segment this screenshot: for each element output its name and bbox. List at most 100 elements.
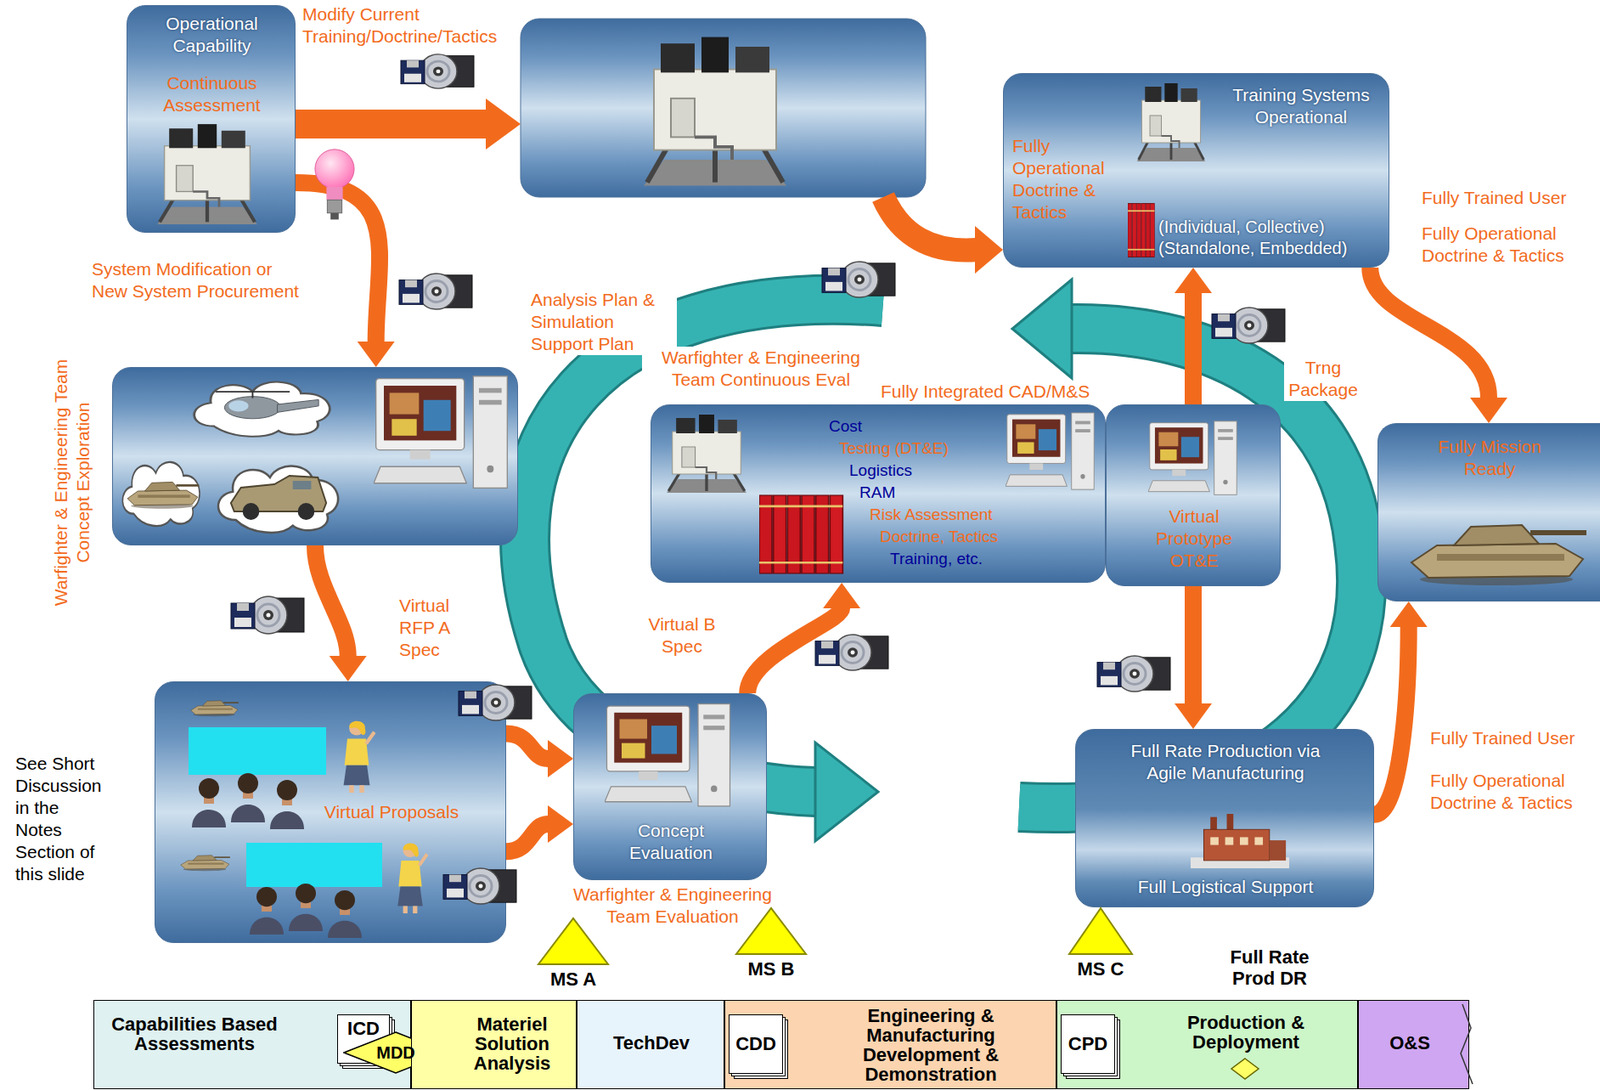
text-slot: Fully Operational Doctrine & Tactics [1421,222,1596,267]
text-slot: Virtual RFP A Spec [399,594,476,661]
lightbulb-icon [315,149,355,220]
node-text: Cost [828,416,1033,437]
text-slot: Full Rate Prod DR [1214,946,1325,990]
node-text: Continuous Assessment [134,72,290,117]
text-slot: Fully Trained User [1421,186,1596,209]
arrow-shaft [506,733,548,759]
arrow-head [547,739,574,778]
flow-arrow [1174,585,1212,729]
annotation-label: Fully Trained User [1430,726,1596,750]
computer-icon [373,376,508,489]
flow-arrow [295,182,395,367]
simulator-icon [643,37,787,186]
arrow-head [357,341,395,367]
text-slot: Virtual Proposals [306,800,477,823]
text-slot: Full Logistical Support [1084,875,1367,898]
text-slot: Risk Assessment [869,505,1074,525]
arrow-head [1174,267,1212,293]
annotation-label: Full Rate Prod DR [1214,946,1325,990]
flow-arrow [1174,267,1212,405]
node-text: Training, etc. [890,549,1094,570]
drawing-part [815,742,879,841]
arrow-shaft [1369,267,1489,398]
annotation-label: MS A [539,968,608,990]
node-text: Risk Assessment [869,505,1074,525]
text-slot: Trng Package [1284,356,1363,401]
flow-band [295,98,521,150]
phase-band: Production & DeploymentCPD [1056,999,1358,1089]
screen-panel [246,842,383,887]
arrow-head [329,655,367,682]
screen-panel [188,726,327,775]
arrow-head [822,582,861,609]
text-slot: Virtual Prototype OT&E [1138,505,1250,572]
node-text: Doctrine, Tactics [879,527,1084,547]
text-slot: Capabilities Based Assessments [109,1014,280,1054]
media-icon [400,54,474,89]
media-icon [230,596,305,634]
document-box: CDD [728,1014,784,1074]
node-text: TechDev [580,1032,722,1053]
text-slot: Logistics [849,461,1054,481]
text-slot: Operational Capability [134,12,290,57]
annotation-label: Fully Trained User [1421,186,1596,209]
text-slot: Virtual B Spec [643,613,721,658]
phase-band: Materiel Solution Analysis [411,999,577,1089]
text-slot: See Short Discussion in the Notes Sectio… [15,752,108,885]
computer-icon [604,704,731,806]
flow-arrow [1369,267,1508,423]
node-text: Full Logistical Support [1084,875,1367,898]
annotation-label: Warfighter & Engineering Team Evaluation [553,883,792,928]
drawing-part [295,109,488,139]
annotation-label: Virtual RFP A Spec [399,594,476,661]
node-text: O&S [1358,1032,1461,1053]
node-text: Virtual Prototype OT&E [1138,505,1250,572]
process-box: Full Rate Production via Agile Manufactu… [1075,728,1375,908]
milestone-triangle [538,918,609,964]
text-slot: MS C [1066,957,1135,980]
simulator-panel [520,18,926,198]
text-slot: Training Systems Operational [1216,84,1386,129]
annotation-label: Fully Integrated CAD/M&S [878,380,1093,403]
text-slot: MS B [737,957,806,980]
text-slot: CPD [1061,1033,1115,1054]
computer-icon [1148,421,1237,495]
text-slot: Materiel Solution Analysis [452,1014,572,1073]
simulator-icon [1137,83,1206,162]
node-text: (Individual, Collective) (Standalone, Em… [1158,216,1385,260]
media-icon [1211,307,1285,344]
annotation-label: See Short Discussion in the Notes Sectio… [15,752,108,885]
node-text: Capabilities Based Assessments [109,1014,280,1054]
annotation-label: Warfighter & Engineering Team Continuous… [642,346,880,391]
text-slot: Production & Deployment [1160,1012,1331,1052]
arrow-shaft [1184,585,1202,704]
annotation-label: Fully Operational Doctrine & Tactics [1430,769,1596,814]
text-slot: Fully Integrated CAD/M&S [878,380,1125,403]
text-slot: MDD [343,1043,449,1061]
text-slot: Cost [828,416,1033,437]
annotation-label: Modify Current Training/Doctrine/Tactics [302,3,515,48]
node-text: Engineering & Manufacturing Development … [844,1005,1018,1084]
flow-arrow [315,545,367,682]
text-slot: CDD [729,1033,783,1054]
annotation-label: System Modification or New System Procur… [91,258,305,303]
node-text: MDD [343,1043,449,1061]
text-slot: System Modification or New System Procur… [91,258,305,303]
node-text: Logistics [849,461,1054,481]
milestone-triangle [736,907,806,954]
arrow-shaft [315,545,349,656]
helicopter-icon [215,391,319,419]
annotation-label: Fully Operational Doctrine & Tactics [1421,222,1596,267]
node-text: Full Rate Production via Agile Manufactu… [1109,739,1341,784]
drawing-part [974,225,1003,274]
annotation-label: Analysis Plan & Simulation Support Plan [528,288,677,355]
text-slot: RAM [859,483,1064,503]
phase-band: TechDev [576,999,725,1089]
node-text: Warfighter & Engineering Team Concept Ex… [50,338,95,627]
text-slot: Warfighter & Engineering Team Continuous… [642,346,880,391]
arrow-shaft [506,823,548,851]
arrow-shaft [1374,626,1409,815]
computer-icon [1005,412,1094,490]
arrow-head [1174,703,1212,729]
